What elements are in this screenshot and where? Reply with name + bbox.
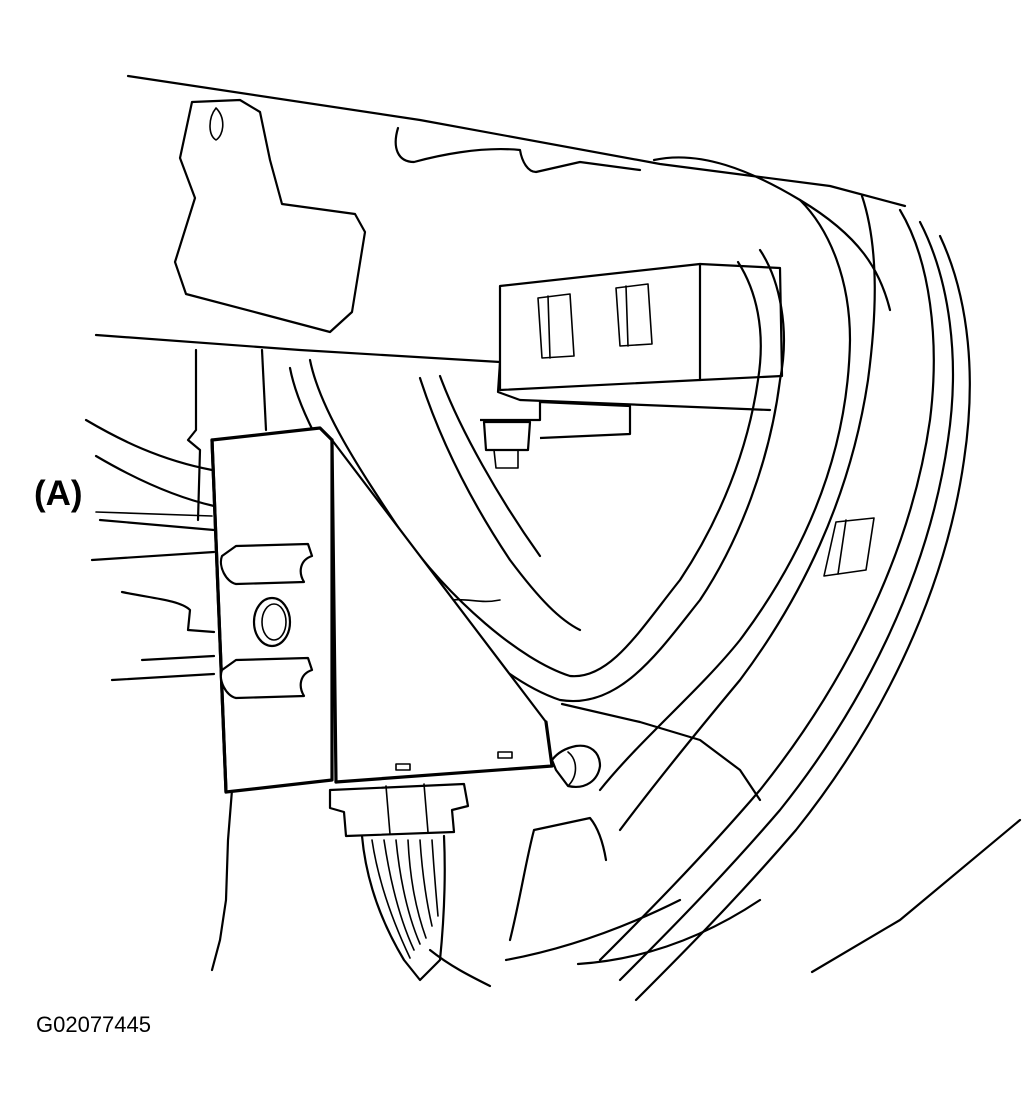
side-panel <box>84 348 268 972</box>
wire-harness <box>328 782 492 988</box>
bolt <box>480 400 632 469</box>
callout-leader <box>95 511 213 517</box>
upper-cross-member <box>94 74 907 412</box>
side-bolt <box>550 744 602 788</box>
callout-label-a: (A) <box>34 474 83 513</box>
lower-trim <box>504 816 762 966</box>
figure-id: G02077445 <box>36 1012 151 1037</box>
a-pillar-frame <box>598 156 1022 1002</box>
control-module <box>210 426 554 794</box>
relay-block <box>498 262 784 392</box>
